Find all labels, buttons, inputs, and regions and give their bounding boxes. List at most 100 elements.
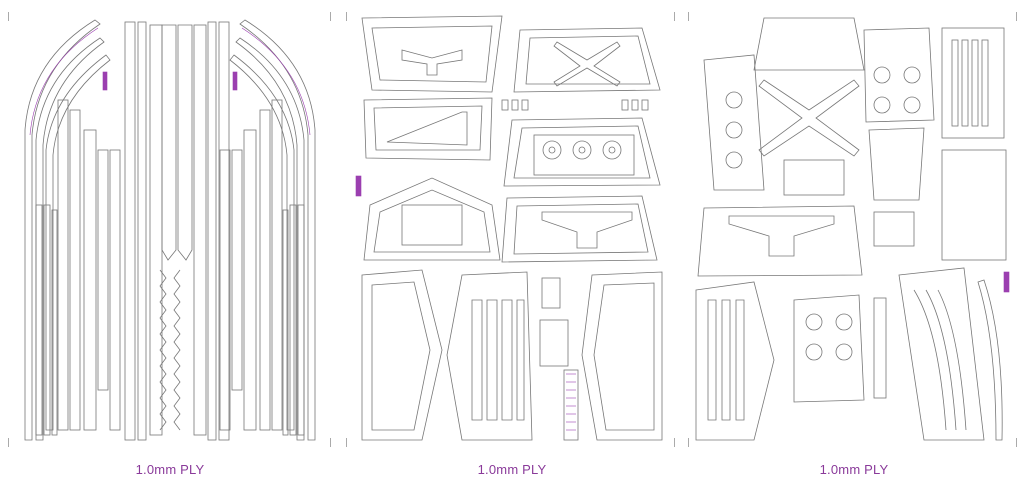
small-part bbox=[873, 211, 915, 247]
panel bbox=[513, 27, 661, 93]
panel-cutout bbox=[525, 35, 651, 85]
strip bbox=[97, 149, 109, 391]
corner-mark bbox=[688, 438, 689, 447]
panel-cutout bbox=[513, 203, 649, 255]
panel bbox=[703, 54, 765, 191]
side-panel bbox=[446, 271, 533, 441]
curved-slat bbox=[937, 289, 967, 431]
zigzag-edge bbox=[159, 269, 167, 431]
slat-group bbox=[471, 299, 525, 421]
triangle-plate bbox=[386, 111, 468, 146]
hole bbox=[903, 96, 921, 114]
curved-rib-left-inner bbox=[35, 37, 105, 441]
strip bbox=[289, 204, 297, 436]
strip bbox=[83, 129, 97, 431]
panel bbox=[361, 15, 503, 93]
panel bbox=[793, 294, 865, 403]
strip bbox=[297, 204, 305, 436]
strip bbox=[69, 109, 81, 431]
part-tag bbox=[355, 175, 362, 197]
sheet-1-parts bbox=[24, 19, 316, 441]
slat-group bbox=[707, 299, 745, 421]
ruler-part bbox=[563, 369, 579, 441]
plate bbox=[941, 149, 1007, 261]
curved-rib-right-3 bbox=[229, 54, 295, 431]
clip bbox=[521, 99, 529, 111]
box-part bbox=[539, 319, 569, 367]
strip bbox=[231, 149, 243, 391]
material-label: 1.0mm PLY bbox=[819, 462, 889, 477]
engrave-line bbox=[241, 27, 311, 136]
hole bbox=[725, 91, 743, 109]
strip bbox=[219, 149, 231, 431]
corner-mark bbox=[8, 438, 9, 447]
side-panel bbox=[581, 271, 663, 441]
strip bbox=[218, 21, 230, 441]
sheet-3-parts bbox=[695, 17, 1010, 441]
curved-slat bbox=[925, 289, 957, 431]
panel bbox=[863, 27, 935, 123]
corner-mark bbox=[346, 12, 347, 21]
side-panel bbox=[361, 269, 443, 441]
part-tag bbox=[1003, 271, 1010, 293]
corner-mark bbox=[346, 438, 347, 447]
panel bbox=[868, 127, 925, 201]
hole bbox=[903, 66, 921, 84]
panel-cutout bbox=[373, 105, 483, 151]
strip bbox=[124, 21, 136, 441]
hole bbox=[873, 96, 891, 114]
panel-cutout bbox=[513, 125, 651, 179]
hole-center bbox=[548, 146, 556, 154]
corner-mark bbox=[1016, 438, 1017, 447]
small-part bbox=[541, 277, 561, 309]
corner-mark bbox=[330, 438, 331, 447]
panel bbox=[501, 195, 658, 263]
slat bbox=[981, 39, 989, 127]
strip bbox=[873, 297, 887, 399]
hole-plate bbox=[533, 134, 635, 176]
material-label: 1.0mm PLY bbox=[477, 462, 547, 477]
side-panel-cutout bbox=[371, 281, 431, 431]
part-tag bbox=[102, 71, 108, 91]
part-tag bbox=[232, 71, 238, 91]
curved-rib-left-outer bbox=[24, 19, 101, 441]
hole bbox=[835, 343, 853, 361]
strip bbox=[43, 204, 51, 436]
strip bbox=[57, 99, 69, 431]
panel bbox=[697, 205, 863, 277]
panel bbox=[363, 97, 493, 161]
strip bbox=[35, 204, 43, 436]
curved-slat bbox=[913, 289, 947, 431]
hole bbox=[725, 151, 743, 169]
corner-mark bbox=[8, 12, 9, 21]
corner-mark bbox=[688, 12, 689, 21]
sheet-1: 1.0mm PLY bbox=[0, 0, 340, 485]
panel-cutout bbox=[371, 25, 493, 83]
hole-center bbox=[608, 146, 616, 154]
engrave-line bbox=[29, 27, 99, 136]
clip bbox=[631, 99, 639, 111]
hole bbox=[602, 140, 622, 160]
slat bbox=[961, 39, 969, 127]
box-part bbox=[783, 159, 845, 196]
strip-tapered bbox=[161, 24, 177, 261]
hole bbox=[805, 313, 823, 331]
corner-mark bbox=[674, 438, 675, 447]
sheet-2-parts bbox=[355, 15, 663, 441]
sheet-3: 1.0mm PLY bbox=[684, 0, 1024, 485]
clip bbox=[501, 99, 509, 111]
side-panel-cutout bbox=[593, 282, 655, 431]
strip bbox=[207, 21, 217, 441]
hole bbox=[805, 343, 823, 361]
sheet-2: 1.0mm PLY bbox=[342, 0, 682, 485]
strip bbox=[149, 24, 163, 436]
clip bbox=[621, 99, 629, 111]
panel bbox=[753, 17, 865, 71]
strip bbox=[137, 21, 147, 441]
strip bbox=[193, 24, 207, 436]
dome-panel bbox=[363, 177, 501, 261]
slat-panel bbox=[941, 27, 1005, 139]
strip bbox=[51, 209, 58, 436]
hole bbox=[725, 121, 743, 139]
